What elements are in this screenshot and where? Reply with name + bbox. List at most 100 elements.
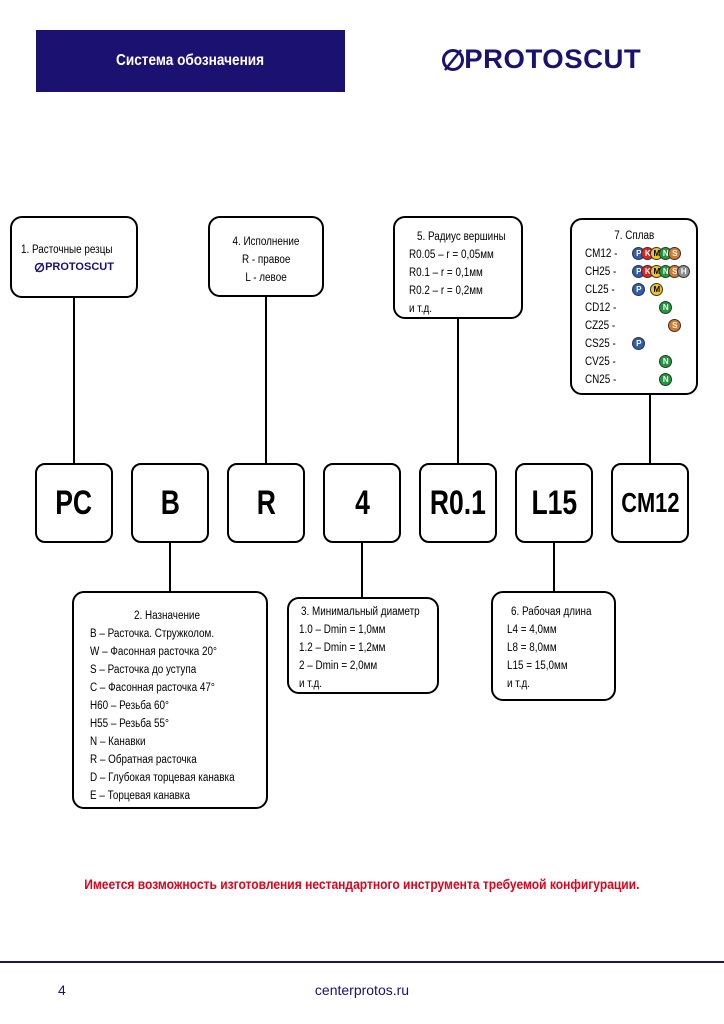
brand-logo: PROTOSCUT: [440, 44, 642, 75]
logo-slashed-circle-icon: [34, 262, 45, 272]
box-purpose-line: D – Глубокая торцевая канавка: [90, 772, 235, 784]
alloy-label: CZ25 -: [585, 320, 616, 332]
box-alloy-title: 7. Сплав: [613, 230, 655, 242]
alloy-row: CZ25 - S: [585, 317, 696, 335]
box-tool-type-logo: PROTOSCUT: [12, 261, 136, 273]
box-working-length-title: 6. Рабочая длина: [511, 606, 592, 618]
logo-slashed-circle-icon: [442, 48, 464, 71]
code-text: R0.1: [429, 483, 487, 522]
box-working-length-line: L4 = 4,0мм: [507, 624, 557, 636]
code-box: 4: [323, 463, 401, 543]
box-purpose-line: C – Фасонная расточка 47°: [90, 682, 215, 694]
material-group-chips: N: [632, 301, 696, 315]
material-group-n-icon: N: [659, 373, 673, 386]
alloy-label: CN25 -: [585, 374, 617, 386]
code-text: B: [160, 483, 180, 522]
box-corner-radius-line: и т.д.: [409, 303, 432, 315]
box-working-length: 6. Рабочая длина L4 = 4,0мм L8 = 8,0мм L…: [491, 591, 616, 701]
box-purpose-lines: B – Расточка. Стружколом. W – Фасонная ра…: [90, 625, 266, 805]
box-purpose-line: W – Фасонная расточка 20°: [90, 646, 217, 658]
alloy-label: CS25 -: [585, 338, 616, 350]
connector-line-5: [457, 318, 459, 464]
logo-text: PROTOSCUT: [45, 261, 114, 273]
connector-line-6: [553, 542, 555, 592]
code-box: R0.1: [419, 463, 497, 543]
box-purpose-line: H60 – Резьба 60°: [90, 700, 169, 712]
material-group-p-icon: P: [632, 337, 646, 350]
connector-line-4: [265, 296, 267, 464]
box-working-length-line: L15 = 15,0мм: [507, 660, 568, 672]
box-working-length-line: и т.д.: [507, 678, 530, 690]
page-number: 4: [58, 982, 66, 998]
connector-line-1: [73, 298, 75, 464]
code-text: L15: [531, 483, 577, 522]
alloy-row: CV25 - N: [585, 353, 696, 371]
material-group-chips: P: [632, 337, 696, 351]
box-purpose: 2. Назначение B – Расточка. Стружколом. W…: [72, 591, 268, 809]
connector-line-7: [649, 394, 651, 464]
footer-website-link[interactable]: centerprotos.ru: [0, 982, 724, 998]
material-group-chips: S: [632, 319, 696, 333]
header-banner: Система обозначения: [36, 30, 345, 92]
material-group-chips: N: [632, 373, 696, 387]
code-box: PC: [35, 463, 113, 543]
connector-line-2: [169, 542, 171, 592]
alloy-row: CD12 - N: [585, 299, 696, 317]
box-corner-radius: 5. Радиус вершины R0.05 – r = 0,05мм R0.…: [393, 216, 523, 319]
material-group-s-icon: S: [668, 319, 682, 332]
box-purpose-line: E – Торцевая канавка: [90, 790, 190, 802]
box-purpose-line: N – Канавки: [90, 736, 146, 748]
alloy-row: CN25 - N: [585, 371, 696, 389]
box-corner-radius-line: R0.2 – r = 0,2мм: [409, 285, 483, 297]
alloy-label: CD12 -: [585, 302, 617, 314]
material-group-n-icon: N: [659, 301, 673, 314]
logo-text: PROTOSCUT: [464, 44, 642, 74]
box-purpose-title: 2. Назначение: [134, 610, 200, 622]
code-text: CM12: [620, 487, 680, 518]
box-min-diameter-line: 2 – Dmin = 2,0мм: [299, 660, 378, 672]
box-min-diameter-title: 3. Минимальный диаметр: [301, 606, 420, 618]
box-working-length-line: L8 = 8,0мм: [507, 642, 557, 654]
box-corner-radius-title: 5. Радиус вершины: [417, 231, 506, 243]
box-purpose-line: B – Расточка. Стружколом.: [90, 628, 215, 640]
box-hand-title: 4. Исполнение: [232, 236, 300, 248]
header-title: Система обозначения: [116, 52, 265, 69]
material-group-p-icon: P: [632, 283, 646, 296]
box-hand: 4. Исполнение R - правое L - левое: [208, 216, 324, 297]
code-box: B: [131, 463, 209, 543]
box-hand-line: L - левое: [245, 272, 287, 284]
material-group-s-icon: S: [668, 247, 682, 260]
box-min-diameter-line: 1.0 – Dmin = 1,0мм: [299, 624, 386, 636]
code-box: CM12: [611, 463, 689, 543]
material-group-n-icon: N: [659, 355, 673, 368]
box-corner-radius-line: R0.05 – r = 0,05мм: [409, 249, 494, 261]
box-purpose-line: R – Обратная расточка: [90, 754, 197, 766]
box-tool-type: 1. Расточные резцы PROTOSCUT: [10, 216, 138, 298]
box-min-diameter: 3. Минимальный диаметр 1.0 – Dmin = 1,0м…: [287, 597, 439, 694]
footer-url-text[interactable]: centerprotos.ru: [314, 982, 410, 998]
alloy-label: CH25 -: [585, 266, 617, 278]
code-box: R: [227, 463, 305, 543]
box-tool-type-title: 1. Расточные резцы: [20, 244, 113, 256]
alloy-label: CV25 -: [585, 356, 616, 368]
code-text: 4: [354, 483, 370, 522]
code-box: L15: [515, 463, 593, 543]
footer-divider: [0, 961, 724, 963]
alloy-row: CS25 - P: [585, 335, 696, 353]
box-corner-radius-line: R0.1 – r = 0,1мм: [409, 267, 483, 279]
alloy-label: CM12 -: [585, 248, 618, 260]
box-hand-line: R - правое: [241, 254, 291, 266]
box-purpose-line: H55 – Резьба 55°: [90, 718, 169, 730]
code-text: PC: [55, 483, 93, 522]
alloy-label: CL25 -: [585, 284, 615, 296]
code-text: R: [256, 483, 276, 522]
box-purpose-line: S – Расточка до уступа: [90, 664, 197, 676]
connector-line-3: [361, 542, 363, 598]
